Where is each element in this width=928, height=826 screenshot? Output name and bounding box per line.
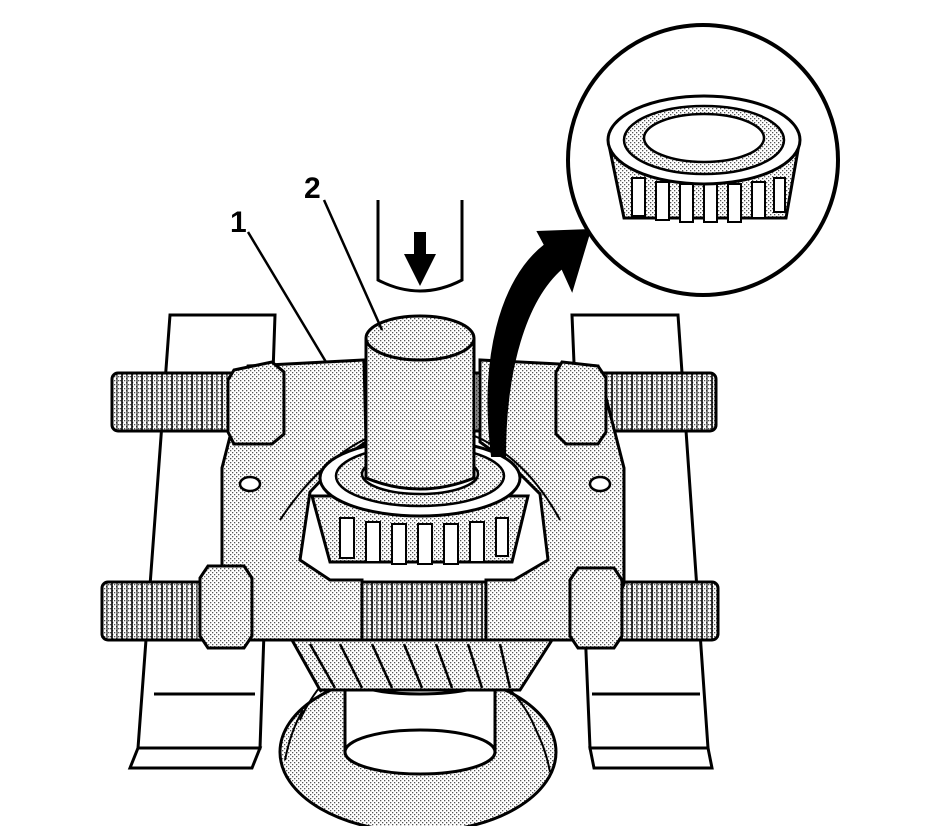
callout-label-2: 2 — [304, 172, 321, 205]
nut-lower-left — [198, 564, 254, 650]
press-ram — [376, 200, 464, 293]
arrow-down-icon — [404, 232, 436, 286]
nut-lower-right — [568, 566, 624, 650]
nut-upper-left — [226, 360, 286, 446]
nut-upper-right — [554, 360, 608, 446]
detail-inset — [566, 23, 840, 297]
callout-leader-2 — [322, 199, 384, 331]
press-adapter — [364, 314, 476, 491]
helical-gear — [289, 638, 555, 692]
threaded-rod-lower — [100, 580, 720, 642]
callout-label-1: 1 — [230, 206, 247, 239]
callout-leader-1 — [246, 231, 328, 363]
